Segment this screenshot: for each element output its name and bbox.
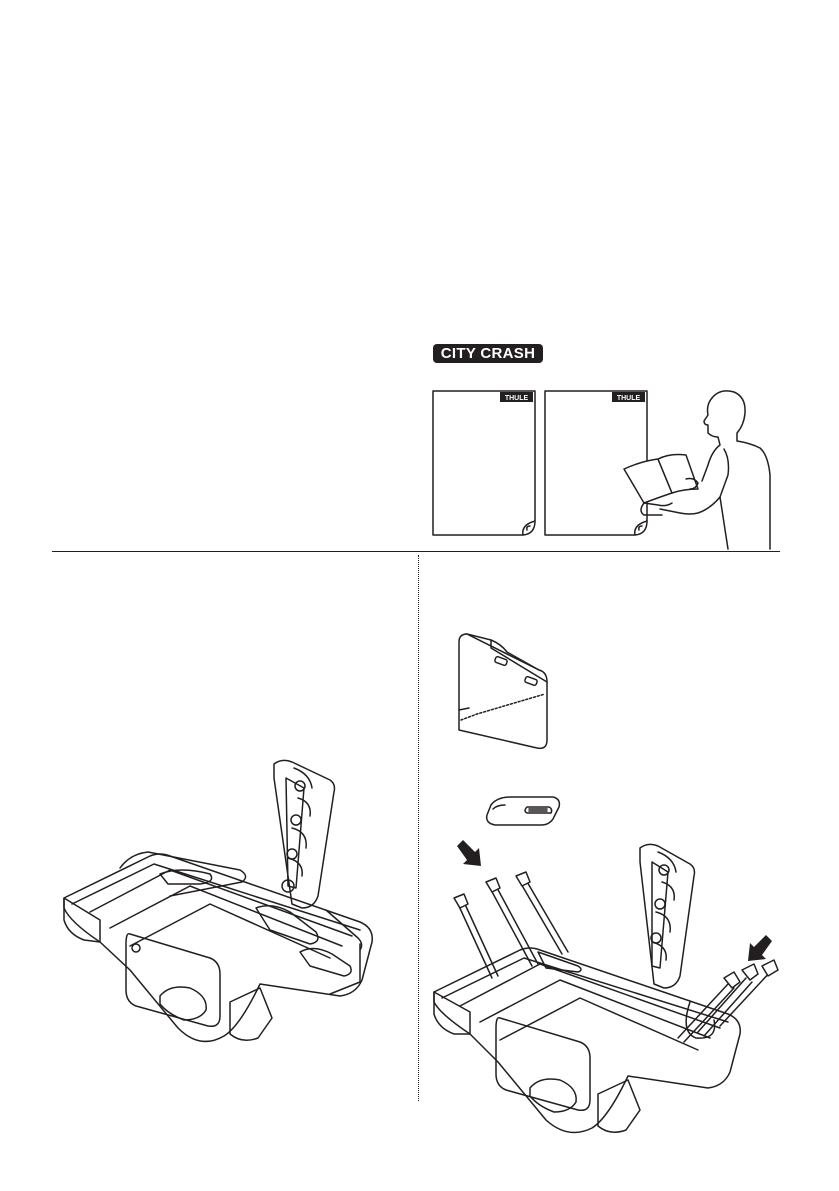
person-reading-illustration (620, 385, 780, 550)
manual-1-illustration: THULE (431, 389, 541, 539)
vertical-divider (418, 555, 419, 1101)
connector-part-illustration (483, 795, 563, 827)
city-crash-badge: CITY CRASH (433, 344, 543, 363)
manual-1-brand: THULE (505, 395, 529, 402)
bike-carrier-right-illustration (428, 842, 778, 1142)
bike-carrier-left-illustration (60, 758, 400, 1058)
packaging-box-illustration (455, 632, 555, 750)
horizontal-divider (52, 551, 780, 552)
